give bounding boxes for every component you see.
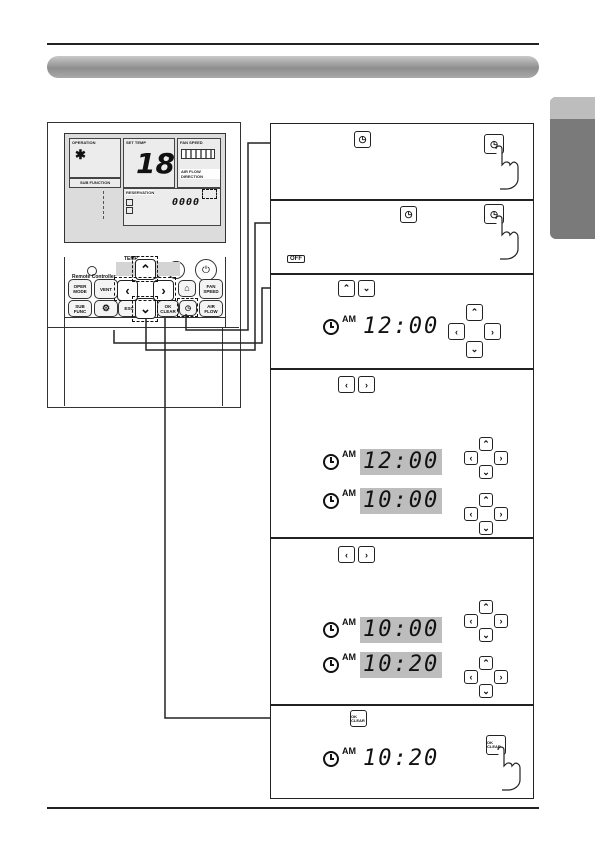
sub-func-key[interactable]: SUB FUNC bbox=[68, 300, 92, 317]
time-display: AM 10:20 bbox=[323, 652, 443, 678]
left-arrow-icon: ‹ bbox=[338, 376, 355, 393]
hand-press-icon bbox=[495, 145, 519, 190]
led-indicator bbox=[87, 266, 97, 276]
clock-icon bbox=[323, 493, 339, 509]
time-display: AM 12:00 bbox=[323, 314, 442, 340]
up-arrow-button[interactable]: ⌃ bbox=[135, 259, 156, 280]
up-arrow-icon: ⌃ bbox=[479, 493, 493, 507]
left-arrow-icon: ‹ bbox=[464, 507, 478, 521]
right-arrow-icon: › bbox=[358, 546, 375, 563]
hand-press-icon bbox=[495, 215, 519, 260]
up-arrow-icon: ⌃ bbox=[466, 304, 483, 321]
time-display: AM 10:00 bbox=[323, 488, 443, 514]
right-arrow-icon: › bbox=[358, 376, 375, 393]
up-arrow-icon: ⌃ bbox=[479, 437, 493, 451]
right-arrow-icon: › bbox=[494, 451, 508, 465]
chapter-tab bbox=[550, 97, 595, 239]
fan-bar-icon bbox=[181, 149, 215, 159]
down-arrow-icon: ⌄ bbox=[466, 341, 483, 358]
down-arrow-icon: ⌄ bbox=[358, 280, 375, 297]
time-display: AM 10:20 bbox=[323, 746, 442, 772]
down-arrow-icon: ⌄ bbox=[479, 628, 493, 642]
oper-mode-key[interactable]: OPER MODE bbox=[68, 279, 92, 299]
right-arrow-icon: › bbox=[484, 323, 501, 340]
snowflake-icon: ✱ bbox=[75, 147, 86, 162]
lcd-display: OPERATION ✱ SET TEMP 18 °C FAN SPEED AIR… bbox=[64, 133, 226, 243]
timer-button-icon: ◷ bbox=[400, 206, 417, 223]
up-arrow-icon: ⌃ bbox=[479, 600, 493, 614]
operation-area: OPERATION ✱ bbox=[69, 138, 121, 178]
home-key[interactable]: ⌂ bbox=[178, 280, 196, 297]
right-arrow-icon: › bbox=[494, 670, 508, 684]
brand-label: Remote Controller bbox=[72, 274, 116, 280]
clock-icon bbox=[323, 319, 339, 335]
up-arrow-icon: ⌃ bbox=[338, 280, 355, 297]
clock-icon bbox=[323, 657, 339, 673]
down-arrow-icon: ⌄ bbox=[479, 521, 493, 535]
set-temp-area: SET TEMP 18 °C bbox=[123, 138, 175, 188]
time-display: AM 12:00 bbox=[323, 449, 443, 475]
settings-key[interactable]: ⚙ bbox=[94, 300, 118, 317]
off-indicator: OFF bbox=[287, 255, 305, 263]
air-flow-key[interactable]: AIR FLOW bbox=[199, 300, 223, 317]
left-arrow-icon: ‹ bbox=[338, 546, 355, 563]
sub-function-area: SUB FUNCTION bbox=[69, 178, 121, 188]
right-arrow-icon: › bbox=[494, 507, 508, 521]
down-arrow-icon: ⌄ bbox=[479, 465, 493, 479]
clock-icon bbox=[323, 454, 339, 470]
temp-label: TEMP bbox=[124, 256, 138, 262]
section-banner bbox=[47, 56, 539, 78]
ok-clear-icon: OK CLEAR bbox=[350, 710, 367, 727]
up-arrow-icon: ⌃ bbox=[479, 656, 493, 670]
left-arrow-icon: ‹ bbox=[448, 323, 465, 340]
right-arrow-icon: › bbox=[494, 614, 508, 628]
timer-key[interactable]: ◷ bbox=[179, 300, 197, 316]
left-arrow-icon: ‹ bbox=[464, 451, 478, 465]
left-arrow-icon: ‹ bbox=[464, 614, 478, 628]
steps-panel bbox=[270, 123, 534, 799]
down-arrow-icon: ⌄ bbox=[479, 684, 493, 698]
left-arrow-icon: ‹ bbox=[464, 670, 478, 684]
timer-button-icon: ◷ bbox=[354, 131, 371, 148]
time-display: AM 10:00 bbox=[323, 617, 443, 643]
fan-speed-area: FAN SPEED AIR FLOW DIRECTION bbox=[177, 138, 221, 188]
reservation-area: RESERVATION 0000 bbox=[123, 188, 221, 226]
fan-speed-key[interactable]: FAN SPEED bbox=[199, 279, 223, 299]
top-rule bbox=[47, 43, 539, 45]
bottom-rule bbox=[47, 807, 539, 809]
clock-icon bbox=[323, 751, 339, 767]
clock-icon bbox=[323, 622, 339, 638]
hand-press-icon bbox=[497, 746, 521, 791]
